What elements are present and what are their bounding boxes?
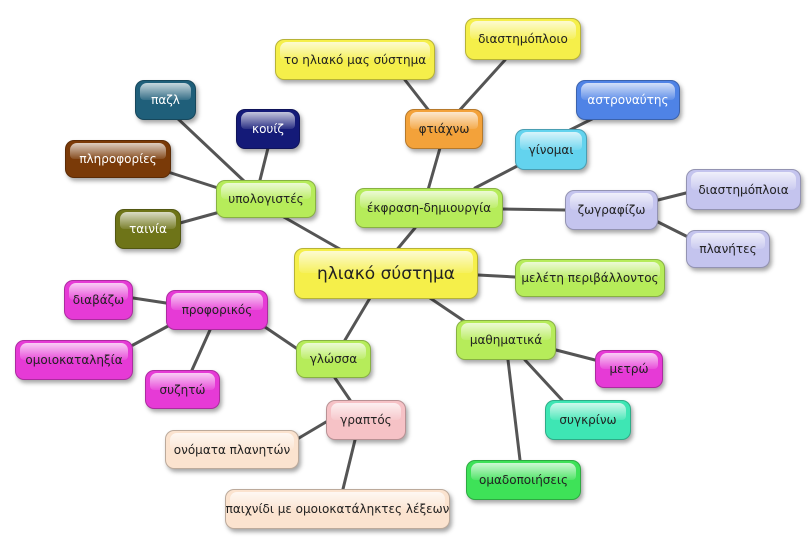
link-proforikos-omoiokatalixia <box>131 323 172 347</box>
node-diavazo-label: διαβάζω <box>72 293 125 307</box>
node-ftiaxno-label: φτιάχνω <box>418 122 470 136</box>
node-zografizo-label: ζωγραφίζω <box>577 203 646 217</box>
node-omadopoiiseis[interactable]: ομαδοποιήσεις <box>466 460 581 500</box>
node-planites[interactable]: πλανήτες <box>686 230 770 268</box>
node-diastimoploia[interactable]: διαστημόπλοια <box>686 169 801 210</box>
node-paixnidi-label: παιχνίδι με ομοιοκατάληκτες λέξεων <box>225 502 450 516</box>
node-onomata[interactable]: ονόματα πλανητών <box>165 430 299 469</box>
node-ftiaxno[interactable]: φτιάχνω <box>405 109 483 149</box>
link-zografizo-planites <box>656 220 688 238</box>
central-topic-label: ηλιακό σύστημα <box>316 263 456 284</box>
node-kouiz-label: κουίζ <box>252 122 284 136</box>
node-tainia-label: ταινία <box>129 222 167 236</box>
node-astronaftis[interactable]: αστροναύτης <box>576 80 680 120</box>
node-plirofories-label: πληροφορίες <box>79 152 157 166</box>
link-graptos-paixnidi <box>341 438 357 491</box>
node-pazl[interactable]: παζλ <box>135 80 196 120</box>
link-mathimatika-sygkrino <box>523 358 564 402</box>
link-center-glossa <box>343 296 372 342</box>
link-proforikos-diavazo <box>131 296 168 305</box>
link-ypologistes-tainia <box>178 210 222 225</box>
node-metro[interactable]: μετρώ <box>595 350 663 388</box>
node-to-iliako[interactable]: το ηλιακό μας σύστημα <box>275 39 435 80</box>
node-proforikos-label: προφορικός <box>181 303 253 317</box>
node-omoiokatalixia-label: ομοιοκαταληξία <box>25 353 123 367</box>
node-ginomai-label: γίνομαι <box>528 142 574 157</box>
node-meleti[interactable]: μελέτη περιβάλλοντος <box>515 259 665 297</box>
central-topic[interactable]: ηλιακό σύστημα <box>294 248 478 299</box>
node-to-iliako-label: το ηλιακό μας σύστημα <box>283 52 427 67</box>
link-mathimatika-omadopoiiseis <box>506 358 522 462</box>
node-omadopoiiseis-label: ομαδοποιήσεις <box>479 473 568 487</box>
node-tainia[interactable]: ταινία <box>115 209 181 249</box>
link-ypologistes-kouiz <box>258 146 270 182</box>
link-ypologistes-pazl <box>173 114 247 184</box>
link-mathimatika-metro <box>554 348 597 362</box>
node-glossa-label: γλώσσα <box>309 352 358 366</box>
node-ypologistes[interactable]: υπολογιστές <box>216 180 316 218</box>
node-planites-label: πλανήτες <box>699 242 757 256</box>
link-ekfrasi-ftiaxno <box>426 146 442 192</box>
node-ekfrasi-label: έκφραση-δημιουργία <box>366 201 492 215</box>
link-ekfrasi-zografizo <box>501 207 567 212</box>
link-ypologistes-plirofories <box>166 170 220 190</box>
node-graptos-label: γραπτός <box>340 413 392 427</box>
node-sygkrino-label: συγκρίνω <box>559 413 617 427</box>
link-center-meleti <box>476 273 517 279</box>
node-diastimoploio-label: διαστημόπλοιο <box>478 32 568 46</box>
node-syzito-label: συζητώ <box>159 382 206 397</box>
node-sygkrino[interactable]: συγκρίνω <box>545 400 631 440</box>
node-mathimatika-label: μαθηματικά <box>469 333 543 347</box>
node-ekfrasi[interactable]: έκφραση-δημιουργία <box>355 188 503 228</box>
node-diastimoploia-label: διαστημόπλοια <box>698 182 789 197</box>
node-mathimatika[interactable]: μαθηματικά <box>456 320 556 360</box>
node-onomata-label: ονόματα πλανητών <box>173 442 291 457</box>
node-zografizo[interactable]: ζωγραφίζω <box>565 190 658 230</box>
link-zografizo-diastimoploia <box>656 191 688 202</box>
node-kouiz[interactable]: κουίζ <box>236 109 300 149</box>
node-syzito[interactable]: συζητώ <box>145 370 220 409</box>
node-metro-label: μετρώ <box>609 362 649 376</box>
node-meleti-label: μελέτη περιβάλλοντος <box>521 271 659 285</box>
node-glossa[interactable]: γλώσσα <box>296 340 371 378</box>
node-diavazo[interactable]: διαβάζω <box>64 280 133 320</box>
link-ftiaxno-to-iliako <box>403 78 432 114</box>
node-graptos[interactable]: γραπτός <box>326 400 406 440</box>
node-diastimoploio[interactable]: διαστημόπλοιο <box>465 18 581 60</box>
node-plirofories[interactable]: πληροφορίες <box>65 140 171 178</box>
node-pazl-label: παζλ <box>151 93 180 107</box>
node-paixnidi[interactable]: παιχνίδι με ομοιοκατάληκτες λέξεων <box>225 489 450 529</box>
link-glossa-proforikos <box>260 323 298 350</box>
node-omoiokatalixia[interactable]: ομοιοκαταληξία <box>15 340 133 380</box>
link-proforikos-syzito <box>190 328 212 372</box>
node-ginomai[interactable]: γίνομαι <box>515 129 587 170</box>
link-glossa-graptos <box>333 376 352 402</box>
node-proforikos[interactable]: προφορικός <box>166 290 268 330</box>
node-ypologistes-label: υπολογιστές <box>228 192 304 206</box>
link-graptos-onomata <box>297 420 328 440</box>
link-center-ypologistes <box>273 210 347 254</box>
node-astronaftis-label: αστροναύτης <box>587 93 669 107</box>
link-ftiaxno-diastimoploio <box>456 58 507 114</box>
